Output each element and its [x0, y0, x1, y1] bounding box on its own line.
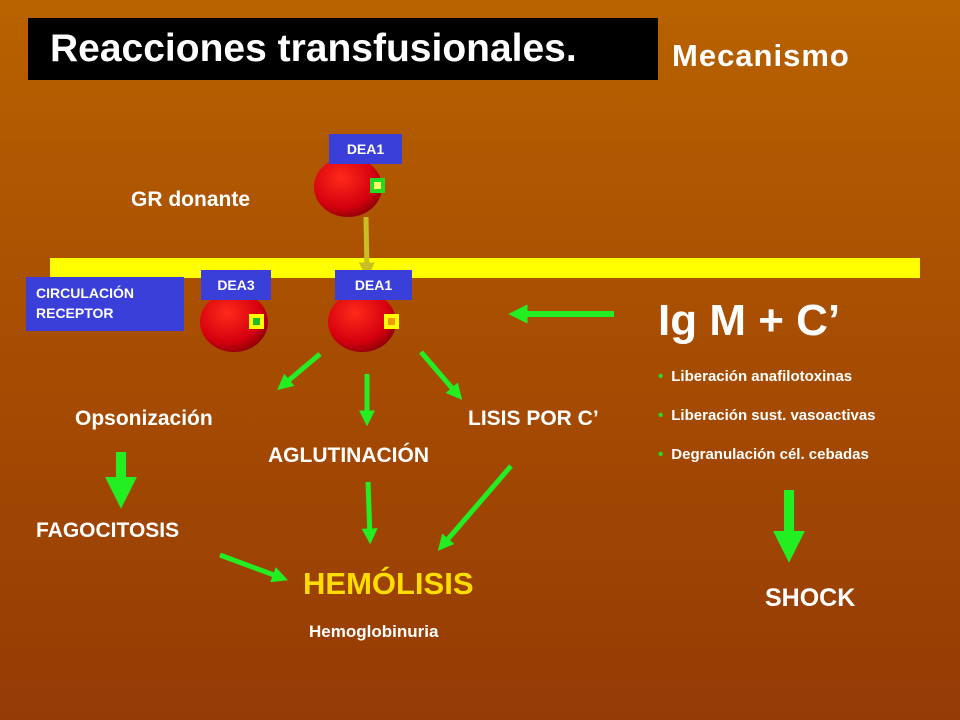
transfusion-arrow	[358, 216, 375, 279]
immune-effects-list: •Liberación anafilotoxinas •Liberación s…	[658, 368, 876, 485]
list-item: •Liberación anafilotoxinas	[658, 368, 853, 385]
recipient-red-cell-right	[328, 292, 396, 352]
hemoglobinuria-label: Hemoglobinuria	[309, 622, 439, 641]
igm-complement-label: Ig M + C’	[658, 296, 841, 345]
agglutination-label: AGLUTINACIÓN	[268, 444, 429, 467]
opsonization-arrow	[277, 352, 322, 391]
agglutination-to-hemolysis-arrow	[361, 481, 378, 545]
slide-title: Reacciones transfusionales.	[50, 27, 577, 70]
recipient-antigen-tag-right: DEA1	[335, 270, 412, 300]
slide-subtitle: Mecanismo	[672, 38, 850, 73]
lysis-arrow	[419, 350, 463, 400]
lysis-label: LISIS POR C’	[468, 407, 599, 430]
recipient-red-cell-left	[200, 292, 268, 352]
donor-red-cell	[314, 157, 382, 217]
circulation-label-box: CIRCULACIÓN RECEPTOR	[26, 277, 184, 331]
lysis-to-hemolysis-arrow	[437, 464, 513, 551]
bullet-icon: •	[658, 446, 664, 463]
title-bar	[28, 18, 658, 80]
circulation-label-line2: RECEPTOR	[36, 305, 114, 321]
phagocytosis-label: FAGOCITOSIS	[36, 519, 180, 542]
recipient-vessel-bar	[50, 258, 920, 278]
hemolysis-label: HEMÓLISIS	[303, 566, 474, 601]
shock-label: SHOCK	[765, 584, 856, 612]
list-item: •Liberación sust. vasoactivas	[658, 407, 876, 424]
list-item: •Degranulación cél. cebadas	[658, 446, 869, 463]
donor-antigen-tag: DEA1	[329, 134, 402, 164]
bullet-icon: •	[658, 368, 664, 385]
bullet-icon: •	[658, 407, 664, 424]
phagocytosis-to-hemolysis-arrow	[219, 552, 289, 583]
circulation-label-line1: CIRCULACIÓN	[36, 285, 134, 301]
opsonization-label: Opsonización	[75, 407, 213, 430]
donor-label: GR donante	[131, 188, 250, 211]
recipient-antigen-tag-left: DEA3	[201, 270, 271, 300]
